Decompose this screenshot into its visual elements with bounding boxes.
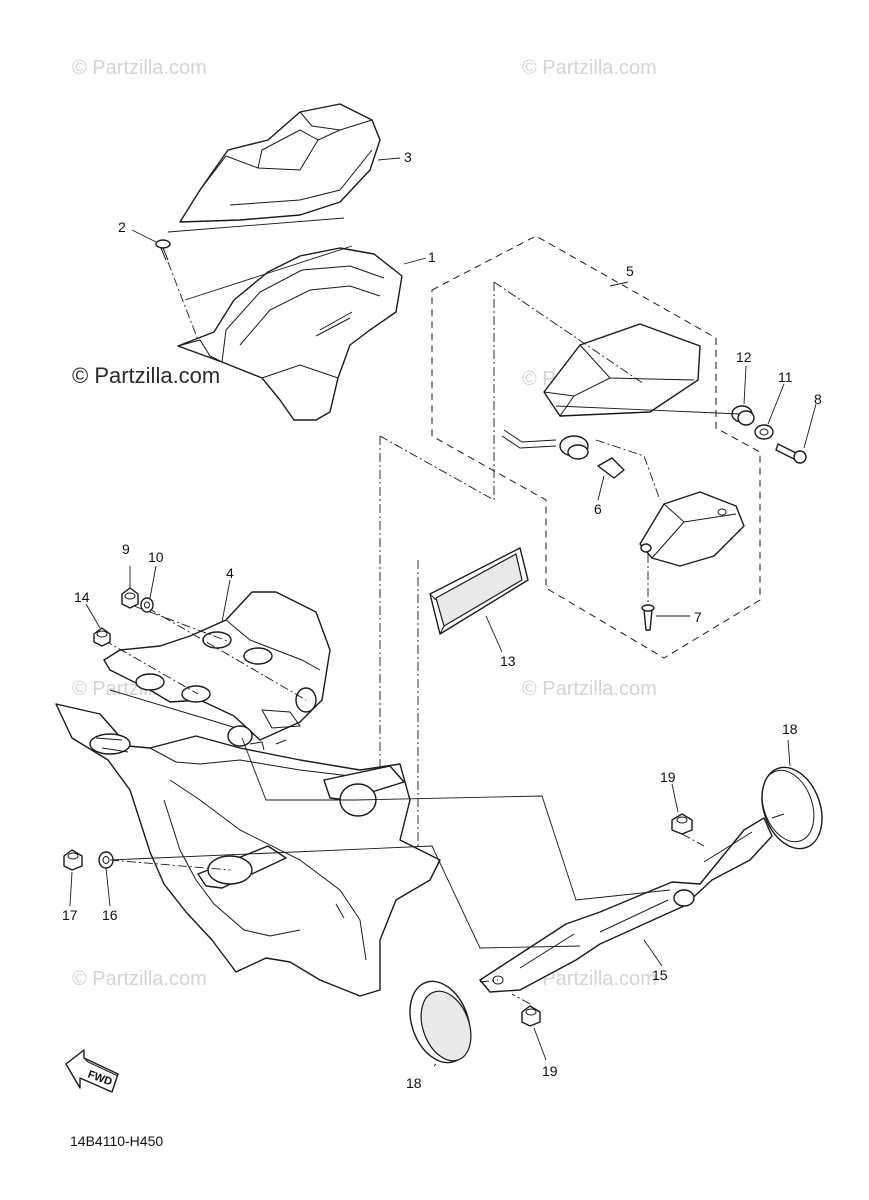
- callout-1: 1: [428, 249, 436, 265]
- callout-leaders: [69, 157, 817, 1067]
- diagram-code: 14B4110-H450: [70, 1133, 163, 1149]
- part-15-reflector-bracket: [479, 817, 773, 993]
- callout-3: 3: [404, 149, 412, 165]
- watermark-text: © Partzilla.com: [72, 968, 207, 990]
- part-2-screw: [155, 239, 171, 261]
- callout-19: 19: [542, 1063, 558, 1079]
- callout-19: 19: [660, 769, 676, 785]
- callout-14: 14: [74, 589, 90, 605]
- part-13-reflector: [429, 547, 529, 635]
- watermark-text: © Partzilla.com: [522, 678, 657, 700]
- part-17-nut: [63, 849, 83, 871]
- callout-11: 11: [778, 369, 793, 385]
- taillight-socket: [501, 429, 589, 460]
- callout-16: 16: [102, 907, 118, 923]
- part-10-washer: [140, 597, 154, 613]
- part-8-bolt: [775, 443, 807, 464]
- callout-15: 15: [652, 967, 668, 983]
- watermark-text: © Partzilla.com: [522, 968, 657, 990]
- callout-7: 7: [694, 609, 702, 625]
- part-19-nut-lower: [521, 1005, 541, 1027]
- part-3-cowl: [179, 103, 381, 223]
- callout-9: 9: [122, 541, 130, 557]
- part-18-reflector-right: [761, 766, 823, 850]
- part-12-grommet: [731, 405, 755, 426]
- part-18-reflector-left: [409, 980, 472, 1064]
- part-7-screw: [641, 604, 655, 631]
- callout-8: 8: [814, 391, 822, 407]
- watermark-text: © Partzilla.com: [72, 57, 207, 79]
- part-19-nut-upper: [671, 813, 693, 835]
- part-14-nut: [93, 627, 111, 647]
- taillight-lens: [543, 323, 741, 417]
- callout-10: 10: [148, 549, 164, 565]
- callout-18: 18: [406, 1075, 422, 1091]
- callout-17: 17: [62, 907, 78, 923]
- part-11-collar: [754, 424, 774, 440]
- taillight-housing: [639, 491, 745, 567]
- callout-labels: 3 2 1 5 12 11 8 6 7 13 9 10 4 14 18 19 1…: [62, 149, 822, 1091]
- callout-6: 6: [594, 501, 602, 517]
- fwd-arrow-icon: FWD: [65, 1049, 119, 1093]
- part-1-tail-cover: [177, 247, 403, 421]
- callout-2: 2: [118, 219, 126, 235]
- callout-13: 13: [500, 653, 516, 669]
- watermark-text: © Partzilla.com: [522, 57, 657, 79]
- part-9-nut: [121, 587, 139, 609]
- callout-5: 5: [626, 263, 634, 279]
- part-4-bracket: [103, 591, 331, 751]
- rear-fender-panel: [55, 703, 441, 997]
- callout-4: 4: [226, 565, 234, 581]
- callout-18: 18: [782, 721, 798, 737]
- part-5-group-boundary: [431, 235, 761, 659]
- watermark-prominent: © Partzilla.com: [72, 363, 220, 388]
- part-6-bulb: [597, 457, 625, 479]
- callout-12: 12: [736, 349, 752, 365]
